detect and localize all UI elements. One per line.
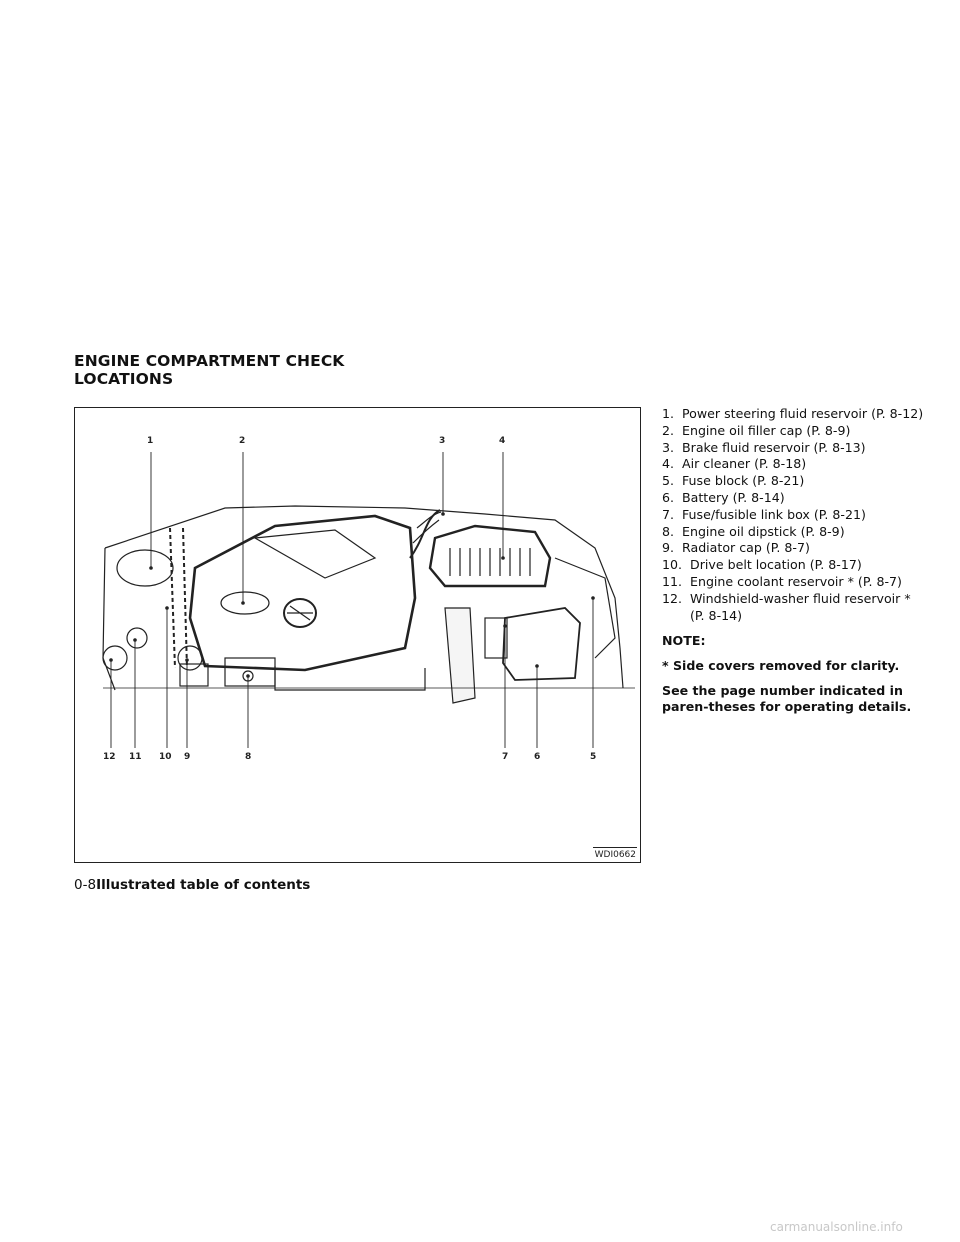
section-title-line1: ENGINE COMPARTMENT CHECK bbox=[74, 352, 345, 370]
note-line-1: * Side covers removed for clarity. bbox=[662, 658, 900, 674]
hood-outline bbox=[104, 505, 624, 689]
washer-reservoir bbox=[102, 645, 128, 671]
oil-filler-cap bbox=[220, 591, 270, 615]
note-block: NOTE: * Side covers removed for clarity.… bbox=[662, 633, 952, 715]
callout-7: 7 bbox=[502, 752, 509, 762]
callout-2: 2 bbox=[239, 436, 246, 446]
fuse-block bbox=[554, 557, 616, 659]
section-title-line2: LOCATIONS bbox=[74, 370, 174, 388]
callout-6: 6 bbox=[534, 752, 541, 762]
callout-8: 8 bbox=[245, 752, 252, 762]
radiator-cap bbox=[177, 645, 203, 671]
legend-item: 5.Fuse block (P. 8-21) bbox=[662, 473, 805, 489]
legend-item: 10.Drive belt location (P. 8-17) bbox=[662, 557, 862, 573]
callout-12: 12 bbox=[103, 752, 116, 762]
callout-5: 5 bbox=[590, 752, 597, 762]
legend-item: 11.Engine coolant reservoir * (P. 8-7) bbox=[662, 573, 902, 589]
note-line-2: See the page number indicated in paren-t… bbox=[662, 683, 912, 715]
air-cleaner bbox=[428, 524, 552, 588]
legend-item: 12.Windshield-washer fluid reservoir * bbox=[662, 590, 911, 606]
callout-3: 3 bbox=[439, 436, 446, 446]
page-number: 0-8 bbox=[74, 877, 97, 893]
note-label: NOTE: bbox=[662, 633, 706, 649]
engine-compartment-figure: 1 2 3 4 12 11 10 9 8 7 6 5 WDI0662 bbox=[74, 407, 641, 863]
coolant-reservoir bbox=[126, 627, 148, 649]
legend-item: 3.Brake fluid reservoir (P. 8-13) bbox=[662, 439, 866, 455]
callout-9: 9 bbox=[184, 752, 191, 762]
figure-code-rule bbox=[593, 847, 637, 848]
cover-emblem bbox=[283, 598, 317, 628]
drive-belt bbox=[169, 527, 176, 669]
callout-10: 10 bbox=[159, 752, 172, 762]
figure-code: WDI0662 bbox=[594, 850, 636, 860]
legend-item: 8.Engine oil dipstick (P. 8-9) bbox=[662, 523, 845, 539]
legend-item: 9.Radiator cap (P. 8-7) bbox=[662, 540, 810, 556]
legend-item-wrap: (P. 8-14) bbox=[690, 607, 743, 623]
engine-illustration bbox=[102, 452, 635, 748]
battery bbox=[502, 607, 581, 681]
fuse-box bbox=[484, 617, 508, 659]
legend-item: 2.Engine oil filler cap (P. 8-9) bbox=[662, 422, 851, 438]
legend-item: 7.Fuse/fusible link box (P. 8-21) bbox=[662, 506, 866, 522]
watermark: carmanualsonline.info bbox=[770, 1220, 903, 1234]
legend-item: 6.Battery (P. 8-14) bbox=[662, 489, 785, 505]
legend-list: 1.Power steering fluid reservoir (P. 8-1… bbox=[662, 406, 952, 724]
footer-title: Illustrated table of contents bbox=[96, 877, 311, 893]
page-footer: 0-8Illustrated table of contents bbox=[74, 877, 310, 893]
legend-item: 4.Air cleaner (P. 8-18) bbox=[662, 456, 807, 472]
engine-cover bbox=[188, 514, 417, 672]
callout-1: 1 bbox=[147, 436, 154, 446]
section-title: ENGINE COMPARTMENT CHECK LOCATIONS bbox=[74, 352, 494, 388]
power-steering-reservoir bbox=[116, 549, 174, 587]
callout-4: 4 bbox=[499, 436, 506, 446]
legend-item: 1.Power steering fluid reservoir (P. 8-1… bbox=[662, 406, 924, 421]
callout-11: 11 bbox=[129, 752, 142, 762]
